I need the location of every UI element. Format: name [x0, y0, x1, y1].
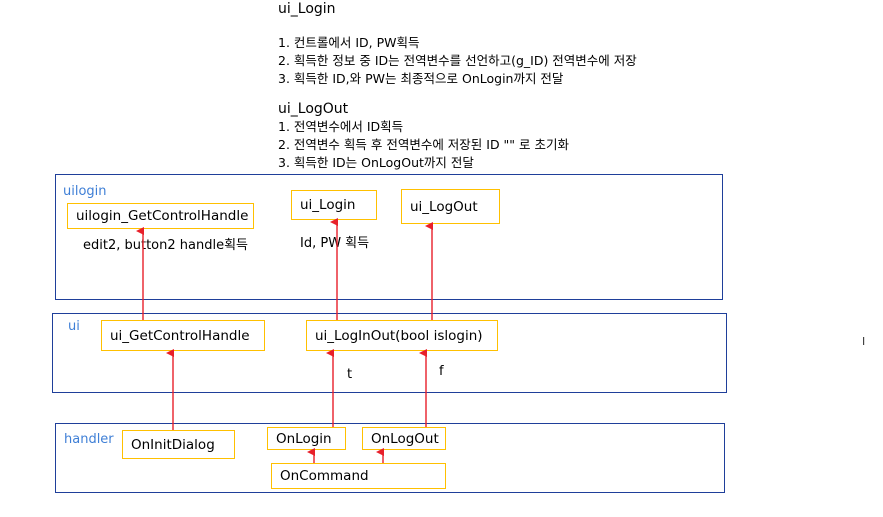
logout-step-1: 1. 전역변수에서 ID획득 — [278, 119, 404, 134]
ui-login-out-box: ui_LogInOut(bool islogin) — [306, 320, 498, 351]
t-label: t — [347, 367, 353, 382]
handler-group — [55, 423, 725, 493]
handle-note: edit2, button2 handle획득 — [83, 238, 249, 253]
logout-notes: ui_LogOut 1. 전역변수에서 ID획득 2. 전역변수 획득 후 전역… — [278, 100, 569, 172]
ui-get-control-handle-box: ui_GetControlHandle — [101, 320, 265, 351]
logout-notes-title: ui_LogOut — [278, 101, 349, 117]
on-command-box: OnCommand — [271, 463, 446, 489]
on-init-dialog-box: OnInitDialog — [122, 430, 235, 459]
login-notes: ui_Login 1. 컨트롤에서 ID, PW획득 2. 획득한 정보 중 I… — [278, 0, 637, 88]
logout-step-3: 3. 획득한 ID는 OnLogOut까지 전달 — [278, 155, 474, 170]
login-step-1: 1. 컨트롤에서 ID, PW획득 — [278, 35, 420, 50]
on-logout-box: OnLogOut — [362, 427, 446, 450]
login-step-3: 3. 획득한 ID,와 PW는 최종적으로 OnLogin까지 전달 — [278, 71, 564, 86]
on-login-box: OnLogin — [267, 427, 346, 450]
handler-group-label: handler — [64, 432, 114, 447]
logout-step-2: 2. 전역변수 획득 후 전역변수에 저장된 ID "" 로 초기화 — [278, 137, 569, 152]
ui-group-label: ui — [68, 319, 80, 334]
f-label: f — [439, 364, 444, 379]
login-notes-title: ui_Login — [278, 1, 336, 17]
uilogin-group-label: uilogin — [63, 184, 107, 199]
text-cursor-icon: I — [862, 335, 866, 348]
uilogin-get-control-handle-box: uilogin_GetControlHandle — [67, 203, 254, 229]
id-pw-note: Id, PW 획득 — [300, 236, 370, 251]
uilogin-ui-logout-box: ui_LogOut — [401, 189, 500, 224]
uilogin-group — [55, 174, 723, 300]
uilogin-ui-login-box: ui_Login — [291, 190, 377, 220]
ui-group — [52, 313, 727, 393]
login-step-2: 2. 획득한 정보 중 ID는 전역변수를 선언하고(g_ID) 전역변수에 저… — [278, 53, 637, 68]
